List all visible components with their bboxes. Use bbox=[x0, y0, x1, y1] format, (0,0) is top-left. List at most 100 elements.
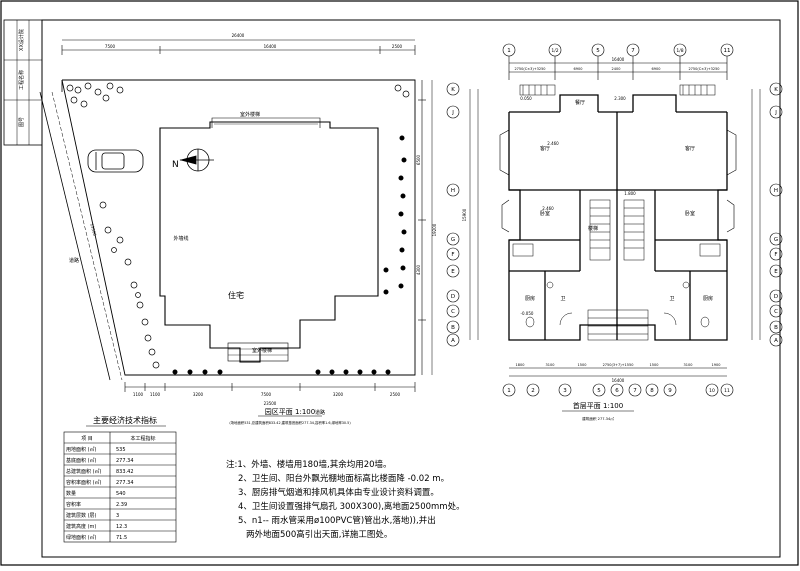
fp-dim-bottom: 1500 bbox=[650, 363, 659, 367]
title-block-text-2: 工程名称 bbox=[18, 70, 25, 90]
axis-bottom-10: 11 bbox=[724, 388, 730, 394]
table-cell: 12.3 bbox=[116, 524, 127, 530]
axis-top-5: 1/8 bbox=[676, 48, 683, 54]
site-dim-bottom-total: 23500 bbox=[264, 401, 277, 406]
table-cell: 容积率面积 (㎡) bbox=[66, 479, 102, 486]
room-label: 厨房 bbox=[703, 295, 713, 302]
site-dim-right-total: 19200 bbox=[432, 223, 437, 236]
table-cell: 71.5 bbox=[116, 535, 127, 541]
axis-left-K: K bbox=[451, 87, 455, 93]
site-dim-bottom-3: 3200 bbox=[193, 392, 204, 397]
axis-bottom-1: 1 bbox=[507, 388, 511, 394]
room-label: 厨房 bbox=[525, 295, 535, 302]
table-cell: 540 bbox=[116, 491, 126, 497]
room-label: 卫 bbox=[560, 296, 565, 302]
axis-top-3: 5 bbox=[596, 48, 600, 54]
site-dim-left: 13500 bbox=[89, 223, 97, 237]
table-cell: 用地面积 (㎡) bbox=[66, 446, 97, 453]
site-plan-text: 26400 7500 16400 2500 1100 1100 3200 750… bbox=[69, 33, 437, 425]
fp-dim-bottom: 3100 bbox=[684, 363, 693, 367]
axis-right-B: B bbox=[774, 325, 778, 331]
axis-right-K: K bbox=[774, 87, 778, 93]
axis-left-E: E bbox=[451, 269, 455, 275]
fp-dim-bottom: 1500 bbox=[578, 363, 587, 367]
indicator-table-title: 主要经济技术指标 bbox=[93, 415, 157, 425]
floor-plan-subcaption: 建筑面积 277.34㎡ bbox=[582, 416, 614, 421]
shrub-row-top bbox=[66, 82, 410, 108]
north-label: N bbox=[172, 160, 179, 170]
axis-right-F: F bbox=[774, 252, 777, 258]
indicator-table: 主要经济技术指标 项 目 本工程指标 用地面积 (㎡) 535 基底面积 (㎡)… bbox=[63, 415, 177, 543]
axis-bottom-2: 2 bbox=[531, 388, 535, 394]
floor-plan-caption: 首层平面 1:100 bbox=[573, 401, 623, 410]
car-icon bbox=[87, 149, 144, 173]
fp-dim-bottom: 1800 bbox=[516, 363, 525, 367]
axis-left-G: G bbox=[451, 237, 455, 243]
inner-border bbox=[41, 19, 781, 558]
axis-left-D: D bbox=[451, 294, 455, 300]
site-dim-bottom-6: 2500 bbox=[390, 392, 401, 397]
floor-plan-text: 1 1/2 5 7 1/8 11 1 2 3 5 6 7 8 9 10 11 K… bbox=[451, 48, 778, 421]
axis-bottom-7: 8 bbox=[650, 388, 654, 394]
axis-left-A: A bbox=[451, 338, 455, 344]
table-cell: 3 bbox=[116, 513, 119, 519]
axis-right-A: A bbox=[774, 338, 778, 344]
site-plan-subcaption: (场地面积531,总建筑面积833.42,建筑基底面积277.34,容积率1.6… bbox=[229, 420, 351, 425]
axis-bottom-6: 7 bbox=[633, 388, 637, 394]
title-block: XX设计院 工程名称 图号 bbox=[3, 19, 43, 146]
table-cell: 建筑层数 (层) bbox=[66, 512, 97, 519]
axis-left-J: J bbox=[451, 110, 454, 116]
site-plan-caption: 园区平面 1:100 bbox=[265, 408, 315, 416]
site-dim-bottom-1: 1100 bbox=[133, 392, 144, 397]
table-cell: 容积率 bbox=[66, 501, 81, 508]
fp-dim-top: 2400 bbox=[612, 67, 621, 71]
note-line-6: 两外地面500高引出天面,详施工图处。 bbox=[246, 530, 393, 540]
fp-dim-top: 6900 bbox=[652, 67, 661, 71]
axis-left-H: H bbox=[451, 188, 455, 194]
site-plan bbox=[39, 39, 433, 392]
table-header-item: 项 目 bbox=[81, 436, 93, 442]
room-label: 餐厅 bbox=[575, 99, 585, 106]
table-cell: 总建筑面积 (㎡) bbox=[66, 468, 102, 475]
site-label-mid: 外墙线 bbox=[173, 235, 188, 242]
design-notes: 注:1、外墙、楼墙用180墙,其余均用20墙。 2、卫生间、阳台外飘光棚地面标高… bbox=[226, 458, 465, 542]
table-cell: 2.39 bbox=[116, 502, 127, 508]
level-mark: -0.050 bbox=[521, 311, 534, 316]
note-line-4: 4、卫生间设置强排气扇孔 300X300),离地面2500mm处。 bbox=[238, 502, 465, 512]
fp-dim-bottom: 3100 bbox=[546, 363, 555, 367]
axis-top-4: 7 bbox=[631, 48, 635, 54]
table-cell: 绿地面积 (㎡) bbox=[66, 534, 97, 541]
axis-right-D: D bbox=[774, 294, 778, 300]
note-line-2: 2、卫生间、阳台外飘光棚地面标高比楼面降 -0.02 m。 bbox=[238, 474, 450, 484]
level-mark: 2.300 bbox=[614, 96, 626, 101]
table-cell: 数量 bbox=[66, 490, 76, 497]
north-arrow-icon bbox=[179, 148, 214, 172]
fp-dim-top: 6900 bbox=[574, 67, 583, 71]
title-block-text-1: XX设计院 bbox=[18, 29, 25, 51]
site-dim-top-1: 7500 bbox=[105, 44, 116, 49]
fp-dim-bottom: 2750(3+7)+1550 bbox=[603, 363, 634, 367]
axis-left-B: B bbox=[451, 325, 455, 331]
room-label: 卧室 bbox=[540, 210, 550, 217]
room-label: 客厅 bbox=[540, 145, 550, 152]
note-line-5: 5、n1-- 雨水管采用ø100PVC管)管出水,落地)),并出 bbox=[238, 516, 436, 526]
fp-dim-top: 2750(C×3)+3250 bbox=[688, 67, 719, 71]
room-label: 卧室 bbox=[685, 210, 695, 217]
table-cell: 建筑高度 (m) bbox=[66, 523, 96, 530]
shrub-row-left bbox=[99, 201, 160, 369]
axis-right-E: E bbox=[774, 269, 778, 275]
site-dim-total: 26400 bbox=[232, 33, 245, 38]
fp-dim-left-total: 15900 bbox=[462, 208, 467, 221]
hedge-row-bottom bbox=[172, 369, 391, 375]
level-mark: 2.460 bbox=[542, 206, 554, 211]
site-label-top: 室外楼梯 bbox=[240, 111, 260, 118]
table-cell: 277.34 bbox=[116, 480, 134, 486]
site-dim-right-2: 6500 bbox=[416, 154, 421, 165]
level-mark: 0.050 bbox=[520, 96, 532, 101]
level-mark: 2.460 bbox=[547, 141, 559, 146]
site-label-bottom: 室外楼梯 bbox=[252, 347, 272, 354]
title-block-text-3: 图号 bbox=[19, 117, 25, 127]
axis-left-F: F bbox=[451, 252, 454, 258]
site-dim-top-3: 2500 bbox=[392, 44, 403, 49]
